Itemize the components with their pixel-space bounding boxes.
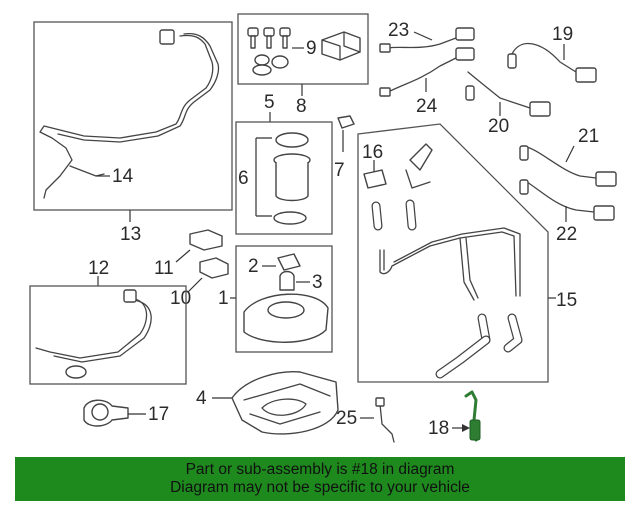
cap-2: [277, 253, 301, 271]
connector-20: [529, 101, 551, 117]
callout-20: 20: [488, 116, 509, 137]
pump-17-group: 17: [83, 399, 169, 427]
connector-23: [455, 27, 475, 41]
oxygen-sensors: 19 20 21 22: [465, 24, 617, 245]
tank-components-group: 2 3 1: [218, 245, 333, 353]
callout-18: 18: [428, 418, 449, 439]
callout-10: 10: [170, 288, 191, 309]
callout-21: 21: [578, 126, 599, 147]
callout-22: 22: [556, 224, 577, 245]
fuel-tank: [231, 371, 339, 435]
sensor-cables-23-24: 23 24: [379, 20, 475, 117]
callout-6: 6: [238, 168, 249, 189]
hose-25-group: 25: [336, 397, 395, 443]
sensors-10-11: 11 10: [154, 229, 229, 309]
spring-3: [279, 270, 295, 291]
callout-3: 3: [312, 272, 323, 293]
fuel-tank-group: 4: [196, 371, 339, 435]
pump-body: [275, 162, 309, 202]
callout-2: 2: [248, 256, 259, 277]
purge-valve: [363, 169, 387, 189]
bolt-set: [247, 27, 291, 76]
fuel-pump-box: [235, 121, 333, 235]
fuel-line-connector: [159, 29, 175, 45]
callout-17: 17: [148, 404, 169, 425]
tank-components-box: [235, 245, 333, 353]
connector-19: [575, 67, 597, 83]
bracket-part: [409, 143, 433, 171]
valve-block: [321, 31, 361, 61]
callout-14: 14: [112, 166, 134, 187]
callout-19: 19: [552, 24, 573, 45]
callout-11: 11: [154, 258, 174, 279]
leader-21: [565, 145, 575, 163]
callout-4: 4: [196, 388, 207, 409]
callout-9: 9: [306, 38, 317, 59]
part-18-group: 18: [428, 390, 481, 442]
pump-seal: [273, 211, 307, 225]
leader-10: [187, 277, 203, 293]
callout-13: 13: [120, 224, 141, 245]
sensor-11: [189, 229, 223, 251]
callout-12: 12: [88, 258, 109, 279]
connector-22: [593, 205, 615, 221]
lock-ring: [275, 132, 309, 148]
callout-5: 5: [264, 92, 275, 113]
sensor-7-group: 7: [334, 115, 355, 181]
callout-15: 15: [556, 290, 577, 311]
callout-25: 25: [336, 408, 357, 429]
hardware-kit-box: [237, 13, 369, 85]
callout-23: 23: [388, 20, 409, 41]
callout-24: 24: [416, 96, 438, 117]
callout-1: 1: [218, 288, 229, 309]
fuel-line-box: [33, 21, 233, 211]
harness-connector: [123, 289, 137, 303]
callout-8: 8: [296, 96, 307, 117]
connector-24: [455, 47, 475, 61]
fuel-line-part: [39, 34, 214, 199]
fuel-line-clip-wire: [69, 165, 105, 177]
vapor-hose-group: 16 15: [357, 123, 577, 383]
fuel-pump-group: 5 6: [235, 92, 333, 235]
vapor-hose-box: [357, 123, 549, 383]
banner-line-2: Diagram may not be specific to your vehi…: [170, 479, 470, 496]
leader-11: [175, 249, 191, 263]
bracket-6: [255, 137, 272, 217]
info-banner: Part or sub-assembly is #18 in diagram D…: [15, 457, 625, 501]
hose-25: [379, 403, 395, 443]
callout-16: 16: [362, 142, 383, 163]
fuel-line-group: 14 13: [33, 21, 233, 245]
connector-21: [595, 171, 617, 187]
sensor-10: [199, 257, 229, 279]
harness-group: 12: [29, 258, 187, 385]
hose-set: [371, 199, 523, 379]
harness-box: [29, 285, 187, 385]
leader-23: [413, 31, 433, 41]
callout-7: 7: [334, 160, 345, 181]
hardware-kit-group: 9 8: [237, 13, 369, 117]
sensor-7: [337, 115, 355, 129]
banner-line-1: Part or sub-assembly is #18 in diagram: [185, 461, 455, 478]
fuel-line-part-b: [57, 32, 220, 143]
harness-end: [65, 365, 87, 379]
